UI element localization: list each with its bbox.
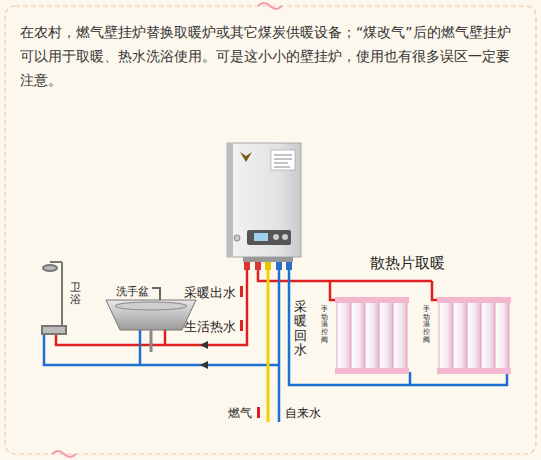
ornament xyxy=(258,3,282,9)
valve-label: 手动温控阀 xyxy=(423,306,430,344)
fixture-label: 洗手盆 xyxy=(116,284,149,299)
pipe-label: 采暖回水 xyxy=(294,300,307,357)
valve-label: 手动温控阀 xyxy=(321,306,328,344)
card-border xyxy=(5,6,536,454)
radiator xyxy=(437,297,511,374)
flow-arrows xyxy=(200,341,208,369)
pipe-label: 生活热水 xyxy=(184,318,236,336)
markers xyxy=(240,286,260,418)
ornament xyxy=(52,451,76,457)
radiator xyxy=(335,297,409,374)
shower xyxy=(42,262,66,334)
intro-text: 在农村，燃气壁挂炉替换取暖炉或其它煤炭供暖设备；“煤改气”后的燃气壁挂炉可以用于… xyxy=(20,20,520,92)
pipe-label: 自来水 xyxy=(285,405,321,422)
intro-panel: 在农村，燃气壁挂炉替换取暖炉或其它煤炭供暖设备；“煤改气”后的燃气壁挂炉可以用于… xyxy=(20,20,520,92)
fixture-label: 卫浴 xyxy=(70,282,81,306)
boiler xyxy=(227,143,301,270)
section-title: 散热片取暖 xyxy=(370,254,445,273)
pipe-label: 采暖出水 xyxy=(184,284,236,302)
pipes xyxy=(44,257,507,422)
pipe-label: 燃气 xyxy=(228,405,252,422)
